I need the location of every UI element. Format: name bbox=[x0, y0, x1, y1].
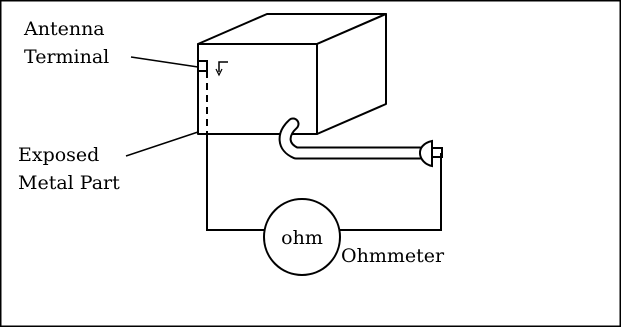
terminal-arrow-icon bbox=[218, 61, 228, 72]
power-cord bbox=[278, 117, 427, 160]
exposed-metal-label-line2: Metal Part bbox=[18, 172, 120, 194]
terminal-arrow-tip-icon bbox=[215, 68, 223, 77]
antenna-terminal-label-line1: Antenna bbox=[23, 18, 105, 40]
antenna-terminal bbox=[197, 60, 208, 72]
power-plug-icon bbox=[419, 139, 443, 168]
test-lead-right bbox=[340, 153, 442, 231]
antenna-terminal-label-line2: Terminal bbox=[24, 46, 109, 68]
device-box bbox=[197, 13, 387, 135]
ohmmeter-name-label: Ohmmeter bbox=[341, 245, 445, 267]
box-front-face bbox=[197, 43, 318, 135]
ohmmeter-dial bbox=[263, 198, 341, 276]
exposed-leader-line bbox=[125, 131, 199, 157]
test-lead-left bbox=[206, 132, 264, 231]
ohmmeter-face-label: ohm bbox=[281, 227, 323, 249]
antenna-leader-line bbox=[130, 56, 199, 68]
exposed-metal-label-line1: Exposed bbox=[18, 144, 99, 166]
